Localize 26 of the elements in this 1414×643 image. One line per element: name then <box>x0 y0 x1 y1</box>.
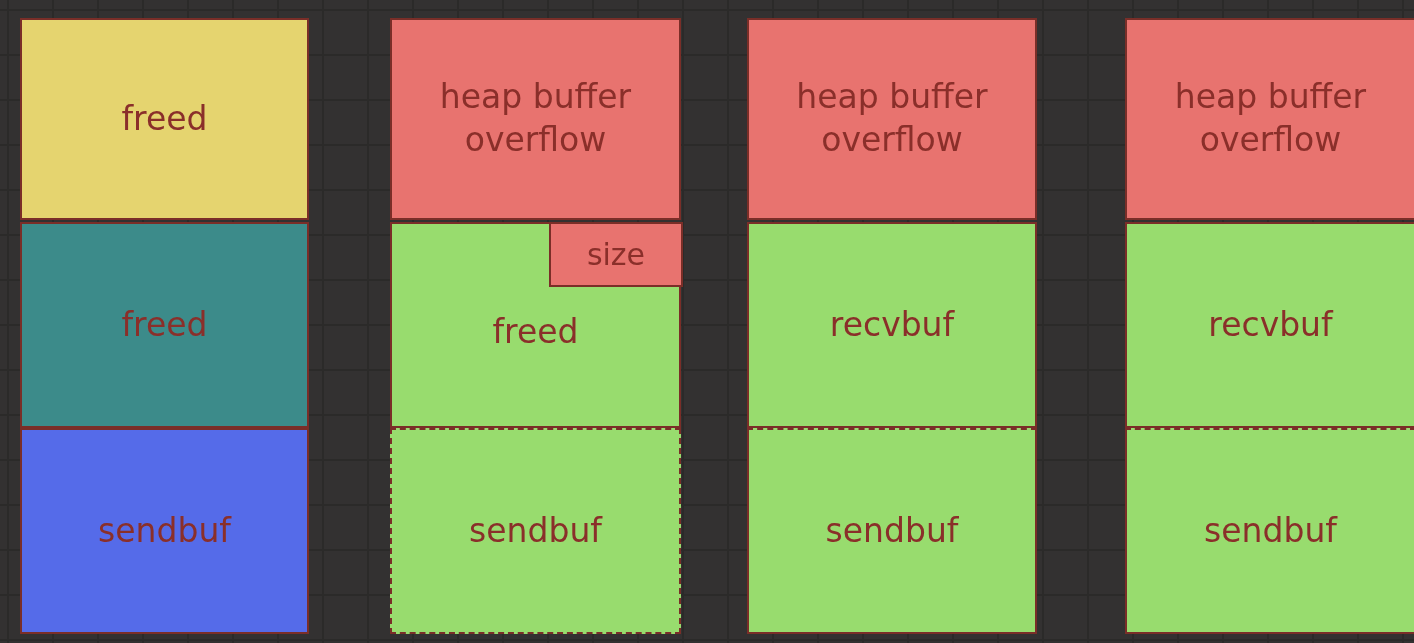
block-label: sendbuf <box>825 509 959 552</box>
memory-block <box>747 222 1037 428</box>
block-label: heap buffer overflow <box>438 76 633 161</box>
block-label: heap buffer overflow <box>1173 76 1368 161</box>
memory-block <box>20 428 309 634</box>
size-field-box <box>549 222 683 287</box>
memory-block <box>747 428 1037 634</box>
memory-block <box>20 18 309 220</box>
block-label: size <box>586 236 646 274</box>
block-label: sendbuf <box>1204 509 1337 552</box>
block-label: freed <box>121 303 208 346</box>
memory-block <box>747 18 1037 220</box>
block-label: sendbuf <box>469 509 602 552</box>
block-label: recvbuf <box>1208 303 1333 346</box>
block-label: heap buffer overflow <box>795 76 989 161</box>
block-label: recvbuf <box>829 303 955 346</box>
block-label: freed <box>121 97 208 140</box>
memory-block <box>1125 428 1414 634</box>
memory-block <box>1125 18 1414 220</box>
memory-block <box>20 222 309 428</box>
block-label: sendbuf <box>98 509 231 552</box>
memory-block <box>390 222 681 428</box>
memory-block <box>390 428 681 634</box>
memory-block <box>1125 222 1414 428</box>
memory-block <box>390 18 681 220</box>
block-label: freed <box>492 310 579 353</box>
